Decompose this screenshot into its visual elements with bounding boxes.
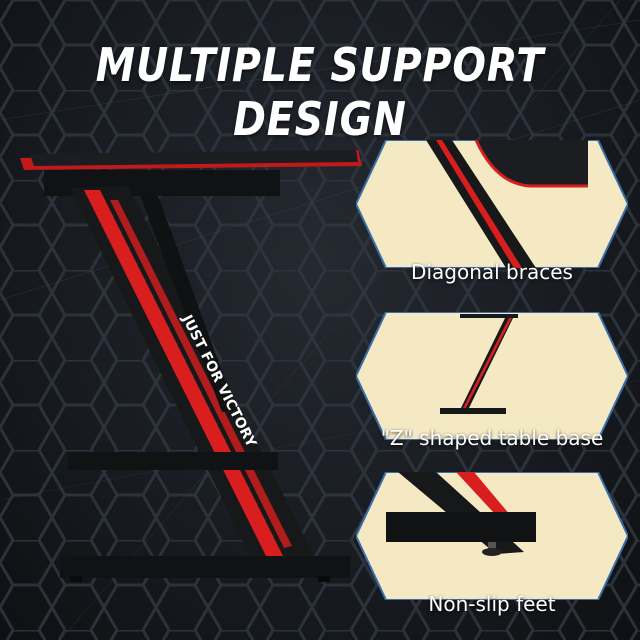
- feature-panel-diagonal-braces: [356, 140, 628, 268]
- z-diagonal-leg: [70, 186, 316, 564]
- headline: MULTIPLE SUPPORT DESIGN: [95, 38, 545, 146]
- bottom-foot: [60, 556, 350, 578]
- feature-panel-non-slip-feet: [356, 472, 628, 600]
- caption-diagonal-braces: Diagonal braces: [411, 260, 573, 284]
- feature-panel-z-base: [356, 312, 628, 440]
- middle-foot: [68, 452, 278, 470]
- diagonal-brace: [138, 190, 236, 412]
- caption-z-base: "Z" shaped table base: [380, 426, 604, 450]
- caption-non-slip-feet: Non-slip feet: [428, 592, 556, 616]
